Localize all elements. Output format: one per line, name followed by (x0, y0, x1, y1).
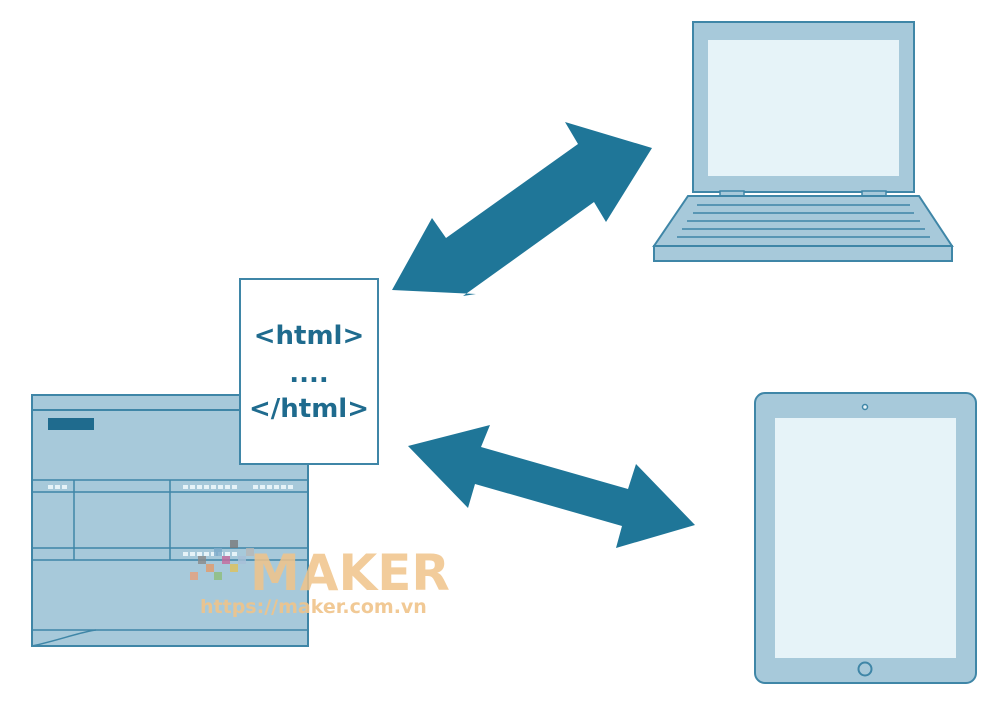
maker-watermark: MAKER https://maker.com.vn (190, 540, 450, 618)
tablet-home-button (857, 661, 873, 677)
double-arrow-icon-tablet (408, 425, 695, 548)
watermark-pixel-logo-icon (190, 540, 254, 580)
document-line-ellipsis: .... (289, 359, 329, 389)
html-document-icon: <html> .... </html> (239, 278, 379, 465)
laptop-icon (652, 21, 954, 262)
tablet-camera-icon (861, 403, 869, 411)
double-arrow-icon (392, 122, 652, 296)
watermark-brand: MAKER (250, 544, 450, 602)
plc-io-indicators (48, 485, 293, 556)
tablet-screen (775, 418, 956, 658)
document-line-open: <html> (254, 321, 365, 351)
plc-status-bar (48, 418, 94, 430)
laptop-keyboard (677, 204, 930, 238)
double-arrow-icon-laptop (392, 122, 652, 296)
double-arrow-icon (408, 425, 695, 548)
laptop-screen (708, 40, 899, 176)
tablet-icon (754, 392, 977, 684)
watermark-url: https://maker.com.vn (200, 596, 427, 618)
document-line-close: </html> (249, 394, 369, 424)
